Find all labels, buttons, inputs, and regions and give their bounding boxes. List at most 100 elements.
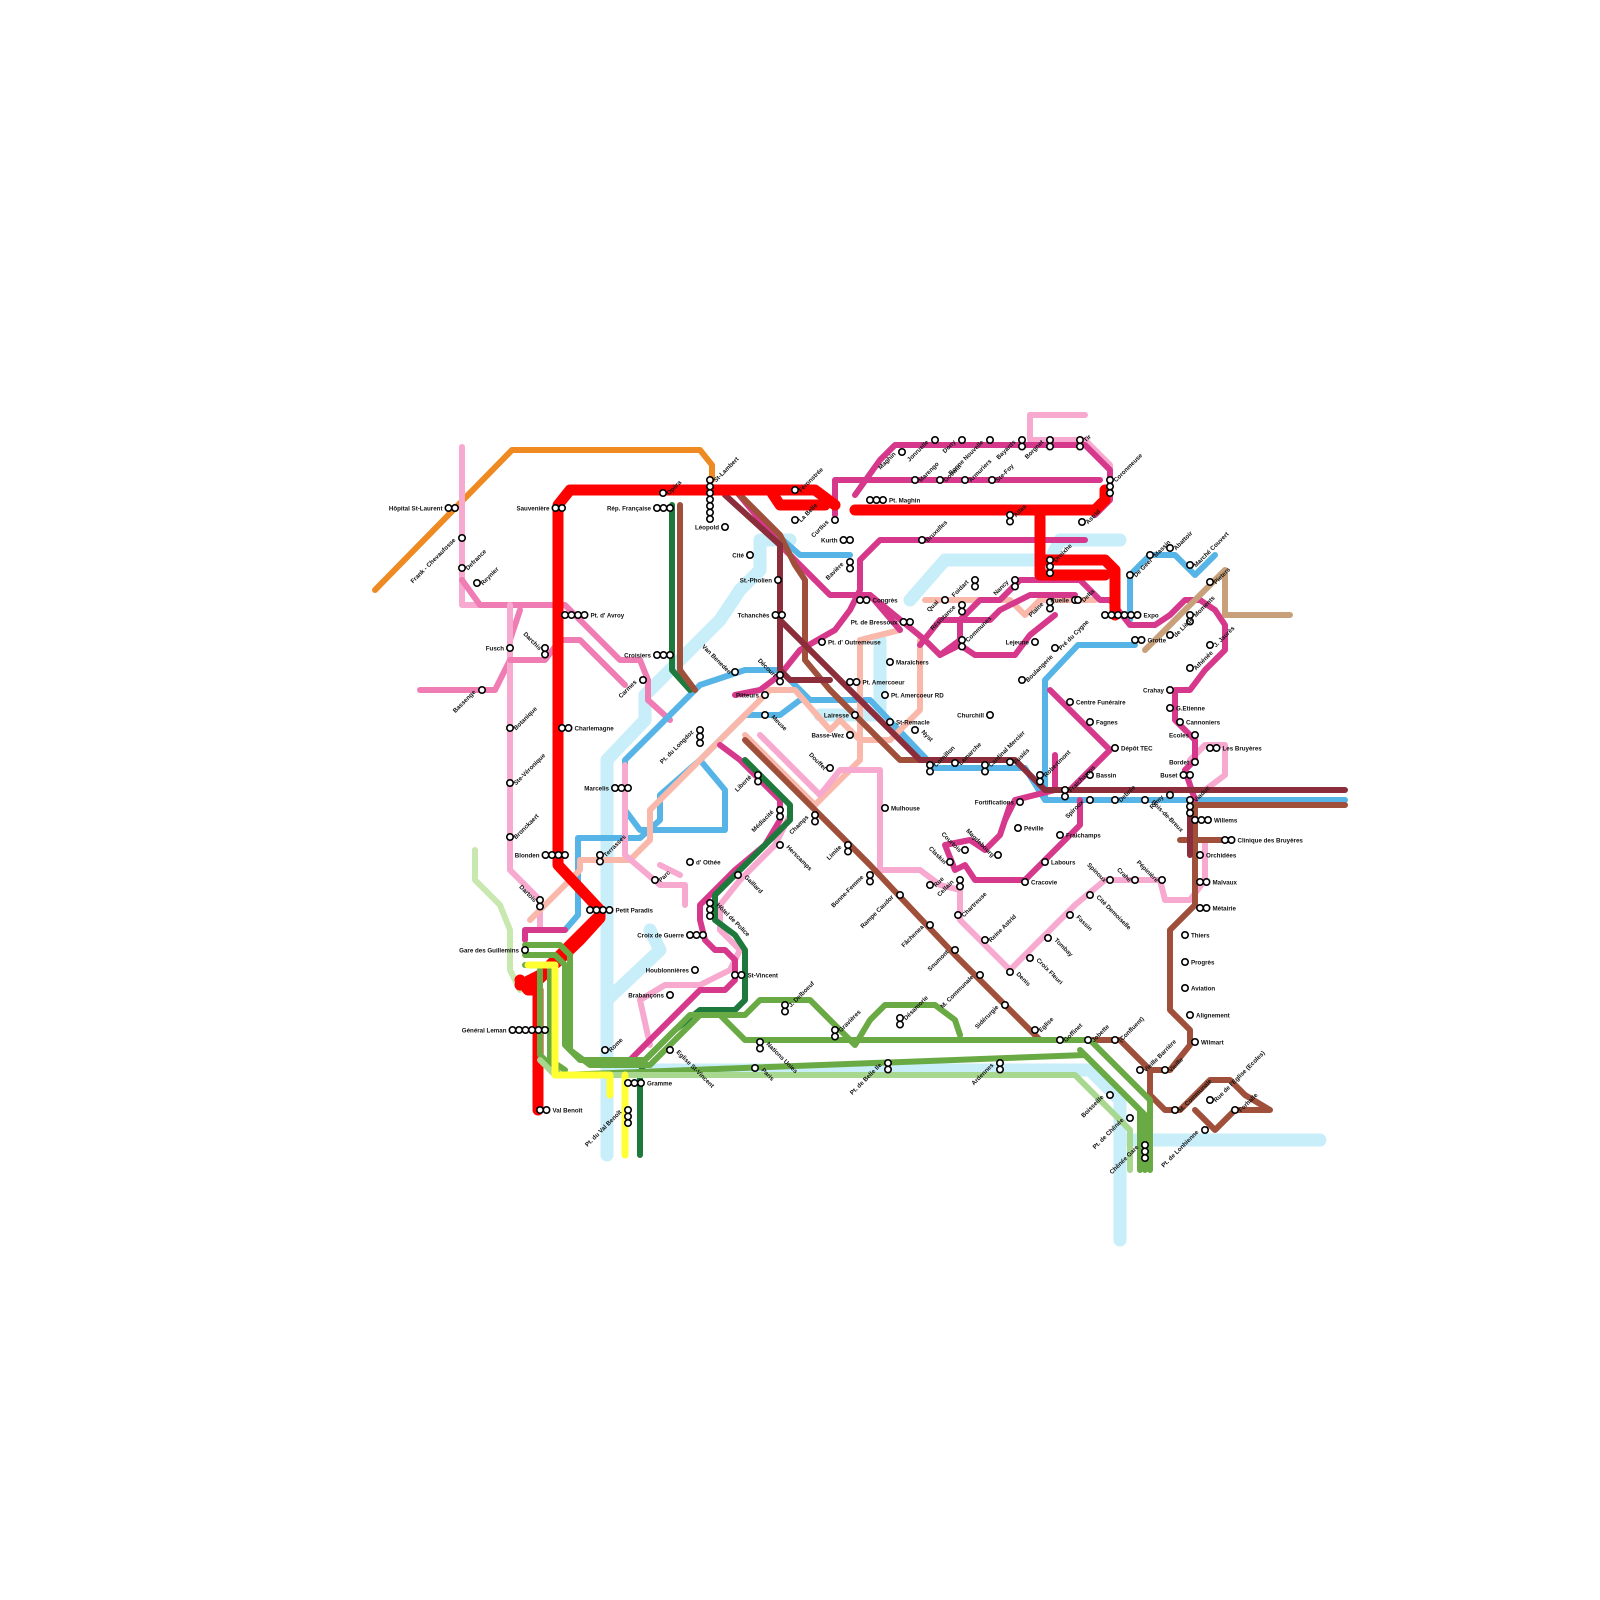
stop-marker[interactable] bbox=[618, 785, 624, 791]
stop-marker[interactable] bbox=[697, 733, 703, 739]
station-leman[interactable] bbox=[509, 1027, 548, 1033]
stop-marker[interactable] bbox=[1159, 877, 1165, 883]
station-stlambert[interactable] bbox=[707, 477, 713, 522]
station-jonruelle[interactable] bbox=[932, 437, 938, 443]
station-courtois[interactable] bbox=[962, 847, 968, 853]
station-dony[interactable] bbox=[959, 437, 965, 443]
stop-marker[interactable] bbox=[752, 1065, 758, 1071]
stop-marker[interactable] bbox=[1107, 877, 1113, 883]
stop-marker[interactable] bbox=[847, 537, 853, 543]
stop-marker[interactable] bbox=[863, 597, 869, 603]
station-ptlongdoz[interactable] bbox=[697, 727, 703, 746]
station-ptlonhienne[interactable] bbox=[1202, 1127, 1208, 1133]
stop-marker[interactable] bbox=[631, 1080, 637, 1086]
station-denis[interactable] bbox=[1007, 969, 1013, 975]
stop-marker[interactable] bbox=[660, 505, 666, 511]
station-ptbressoux[interactable] bbox=[900, 619, 913, 625]
station-lesbruyeres[interactable] bbox=[1207, 745, 1220, 751]
stop-marker[interactable] bbox=[1177, 719, 1183, 725]
station-ecoles[interactable] bbox=[1192, 732, 1198, 738]
stop-marker[interactable] bbox=[995, 852, 1001, 858]
stop-marker[interactable] bbox=[575, 612, 581, 618]
station-ptmaghin[interactable] bbox=[867, 497, 886, 503]
stop-marker[interactable] bbox=[812, 818, 818, 824]
station-bassewez[interactable] bbox=[847, 732, 853, 738]
station-nyst[interactable] bbox=[912, 727, 918, 733]
stop-marker[interactable] bbox=[1197, 905, 1203, 911]
stop-marker[interactable] bbox=[847, 679, 853, 685]
station-foidart[interactable] bbox=[972, 577, 978, 590]
stop-marker[interactable] bbox=[1107, 490, 1113, 496]
station-croixfleuri[interactable] bbox=[1027, 955, 1033, 961]
stop-marker[interactable] bbox=[867, 497, 873, 503]
stop-marker[interactable] bbox=[1127, 1115, 1133, 1121]
stop-marker[interactable] bbox=[542, 651, 548, 657]
stop-marker[interactable] bbox=[700, 932, 706, 938]
stop-marker[interactable] bbox=[667, 992, 673, 998]
stop-marker[interactable] bbox=[732, 972, 738, 978]
stop-marker[interactable] bbox=[552, 505, 558, 511]
stop-marker[interactable] bbox=[775, 577, 781, 583]
stop-marker[interactable] bbox=[707, 503, 713, 509]
stop-marker[interactable] bbox=[535, 1027, 541, 1033]
station-crahay[interactable] bbox=[1167, 687, 1173, 693]
stop-marker[interactable] bbox=[1037, 778, 1043, 784]
stop-marker[interactable] bbox=[1108, 612, 1114, 618]
stop-marker[interactable] bbox=[687, 859, 693, 865]
station-bavière[interactable] bbox=[847, 559, 853, 572]
station-alignement[interactable] bbox=[1187, 1012, 1193, 1018]
station-mulhouse[interactable] bbox=[882, 805, 888, 811]
stop-marker[interactable] bbox=[887, 659, 893, 665]
station-gelienne[interactable] bbox=[1167, 705, 1173, 711]
stop-marker[interactable] bbox=[1207, 745, 1213, 751]
stop-marker[interactable] bbox=[1187, 1012, 1193, 1018]
station-eglisestvincent[interactable] bbox=[667, 1047, 673, 1053]
stop-marker[interactable] bbox=[1187, 810, 1193, 816]
station-fusch[interactable] bbox=[507, 645, 513, 651]
stop-marker[interactable] bbox=[667, 505, 673, 511]
station-siderurgie[interactable] bbox=[1002, 1002, 1008, 1008]
stop-marker[interactable] bbox=[625, 1107, 631, 1113]
stop-marker[interactable] bbox=[1203, 905, 1209, 911]
stop-marker[interactable] bbox=[537, 903, 543, 909]
stop-marker[interactable] bbox=[1107, 483, 1113, 489]
stop-marker[interactable] bbox=[581, 612, 587, 618]
stop-marker[interactable] bbox=[697, 727, 703, 733]
stop-marker[interactable] bbox=[738, 972, 744, 978]
station-citedemoiselle[interactable] bbox=[1087, 892, 1093, 898]
station-dothee[interactable] bbox=[687, 859, 693, 865]
stop-marker[interactable] bbox=[1142, 1155, 1148, 1161]
station-croixguerre[interactable] bbox=[687, 932, 706, 938]
stop-marker[interactable] bbox=[1222, 837, 1228, 843]
stop-marker[interactable] bbox=[1167, 687, 1173, 693]
stop-marker[interactable] bbox=[947, 859, 953, 865]
stop-marker[interactable] bbox=[900, 619, 906, 625]
stop-marker[interactable] bbox=[959, 437, 965, 443]
stop-marker[interactable] bbox=[597, 858, 603, 864]
stop-marker[interactable] bbox=[1132, 637, 1138, 643]
stop-marker[interactable] bbox=[942, 597, 948, 603]
station-fagnes[interactable] bbox=[1087, 719, 1093, 725]
stop-marker[interactable] bbox=[762, 712, 768, 718]
station-sauveniere[interactable] bbox=[552, 505, 565, 511]
stop-marker[interactable] bbox=[445, 505, 451, 511]
stop-marker[interactable] bbox=[507, 645, 513, 651]
stop-marker[interactable] bbox=[522, 1027, 528, 1033]
stop-marker[interactable] bbox=[1017, 799, 1023, 805]
station-meuse[interactable] bbox=[762, 712, 768, 718]
stop-marker[interactable] bbox=[755, 778, 761, 784]
station-spiroux[interactable] bbox=[1087, 797, 1093, 803]
stop-marker[interactable] bbox=[543, 1107, 549, 1113]
stop-marker[interactable] bbox=[772, 612, 778, 618]
stop-marker[interactable] bbox=[959, 643, 965, 649]
stop-marker[interactable] bbox=[587, 907, 593, 913]
station-ptamercoeur[interactable] bbox=[847, 679, 860, 685]
stop-marker[interactable] bbox=[1002, 1002, 1008, 1008]
station-chenegare[interactable] bbox=[1142, 1142, 1148, 1161]
station-ardennes[interactable] bbox=[997, 1060, 1003, 1073]
station-stpholien[interactable] bbox=[775, 577, 781, 583]
station-buset[interactable] bbox=[1180, 772, 1193, 778]
stop-marker[interactable] bbox=[1077, 443, 1083, 449]
station-gaillard[interactable] bbox=[735, 872, 741, 878]
stop-marker[interactable] bbox=[1202, 1127, 1208, 1133]
